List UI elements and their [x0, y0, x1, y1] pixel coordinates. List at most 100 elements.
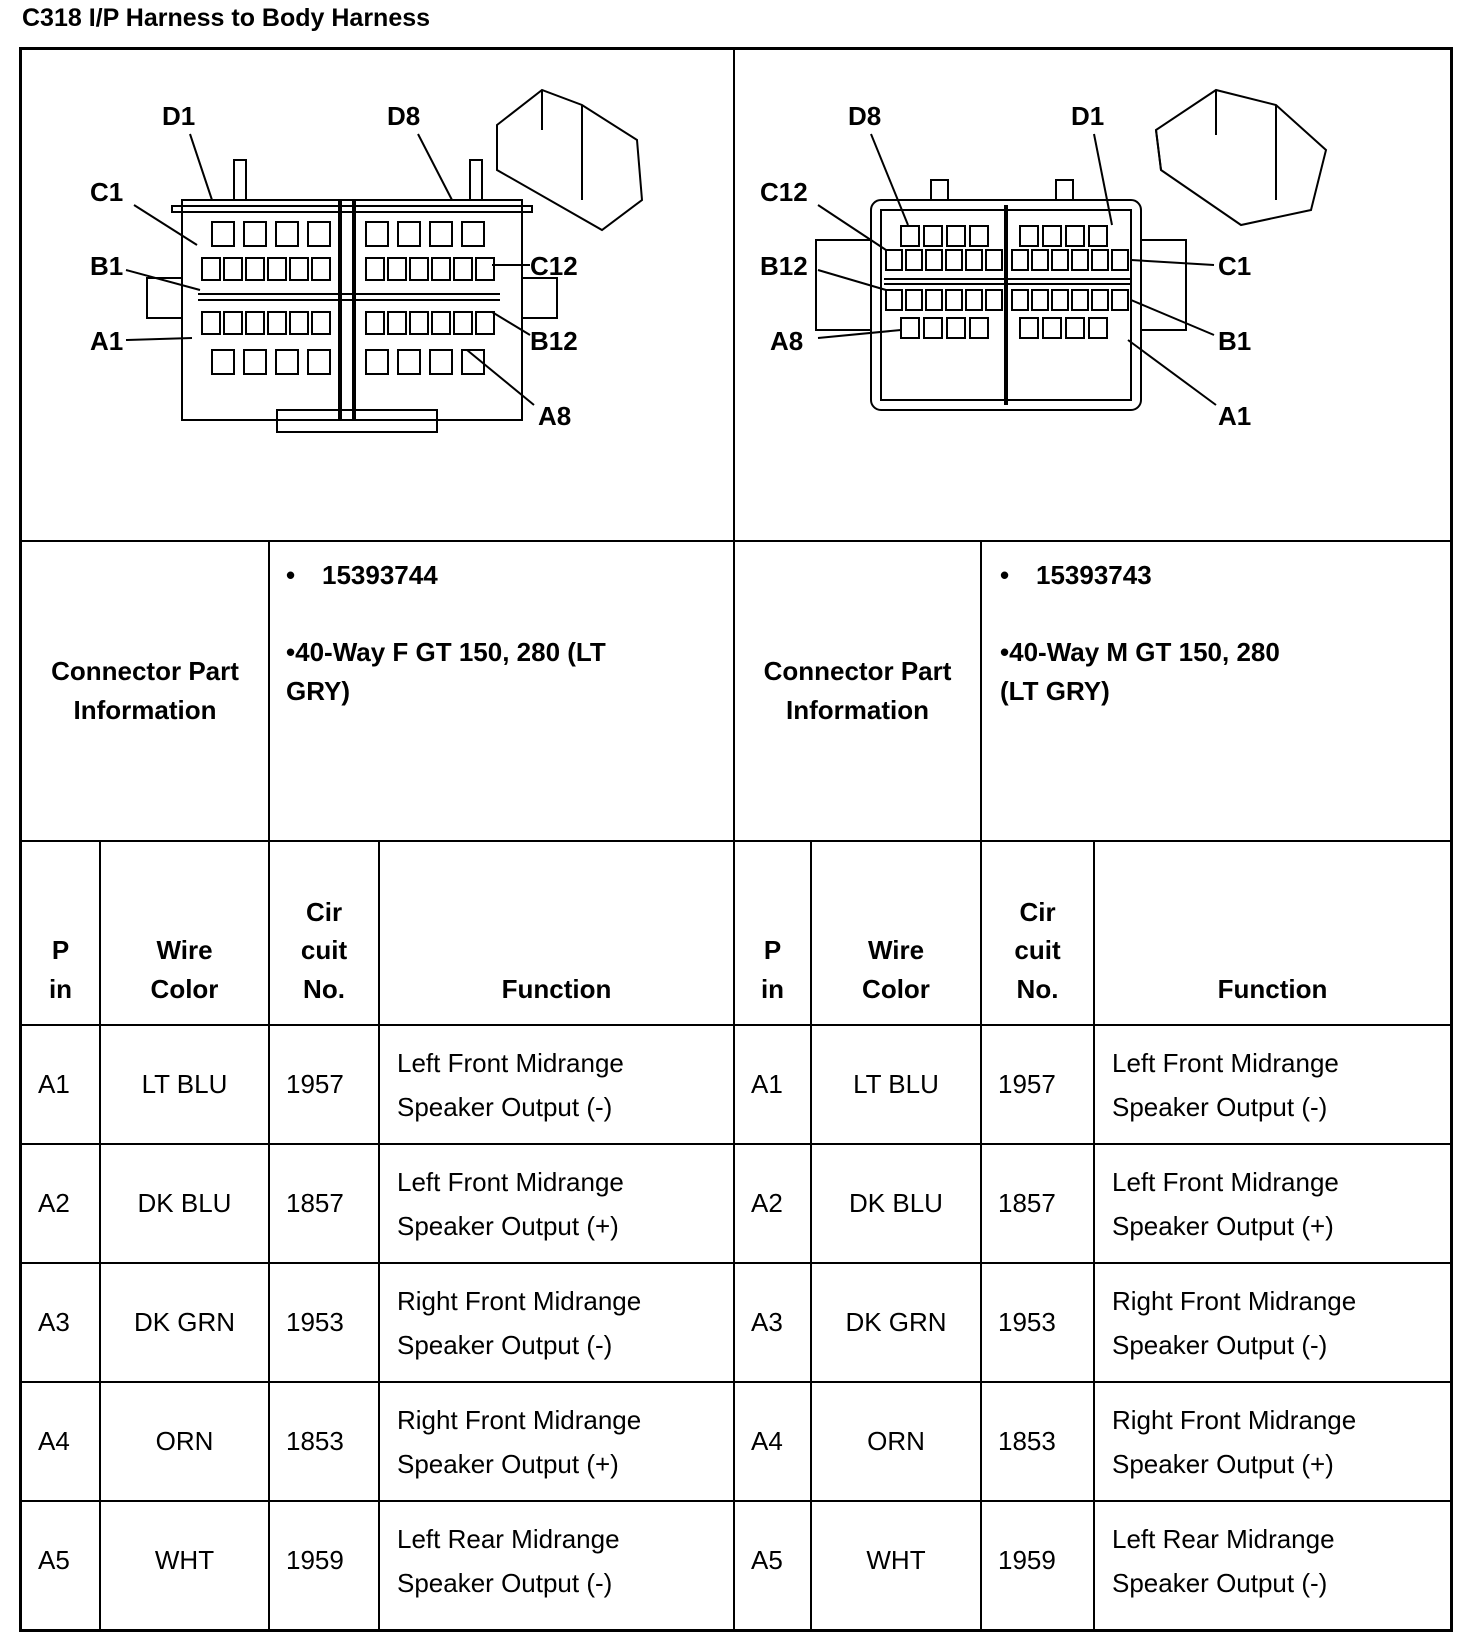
function-line: Left Front Midrange [1112, 1047, 1339, 1078]
pin-cell: A4 [38, 1426, 70, 1456]
function-line: Speaker Output (+) [397, 1210, 619, 1241]
divider [19, 1262, 1453, 1264]
right-connector-diagram: D8 D1 C12 B12 A8 C1 B1 A1 [760, 88, 1328, 431]
wire-color-cell: DK BLU [849, 1188, 943, 1218]
connector-description: •40-Way M GT 150, 280(LT GRY) [1000, 637, 1280, 706]
circuit-cell: 1957 [286, 1069, 344, 1099]
circuit-cell: 1857 [286, 1188, 344, 1218]
divider [1093, 840, 1095, 1632]
right-connector-leaders [817, 133, 1217, 406]
pin-label: A1 [1218, 401, 1251, 431]
left-connector-face [146, 159, 558, 433]
pin-label: C12 [760, 177, 808, 207]
pinout-table [19, 47, 1453, 1632]
wire-color-cell: LT BLU [141, 1069, 228, 1099]
circuit-cell: 1957 [998, 1069, 1056, 1099]
right-connector-cavities [884, 225, 1131, 339]
function-line: Speaker Output (+) [1112, 1448, 1334, 1479]
pin-cell: A2 [38, 1188, 70, 1218]
circuit-cell: 1953 [286, 1307, 344, 1337]
divider [99, 840, 101, 1632]
wire-color-cell: DK GRN [133, 1307, 236, 1337]
pin-label: B12 [530, 326, 578, 356]
circuit-cell: 1959 [998, 1545, 1056, 1575]
function-line: Speaker Output (-) [397, 1567, 613, 1598]
left-connector-leaders [125, 133, 535, 406]
pin-label: B1 [1218, 326, 1251, 356]
function-line: Speaker Output (-) [397, 1329, 613, 1360]
function-line: Left Rear Midrange [397, 1523, 620, 1554]
pin-label: C12 [530, 251, 578, 281]
function-line: Left Front Midrange [397, 1047, 624, 1078]
header-function: Function [501, 973, 612, 1004]
function-line: Left Front Midrange [1112, 1166, 1339, 1197]
pin-label: C1 [1218, 251, 1251, 281]
pin-cell: A3 [38, 1307, 70, 1337]
circuit-cell: 1959 [286, 1545, 344, 1575]
function-line: Left Front Midrange [397, 1166, 624, 1197]
circuit-cell: 1857 [998, 1188, 1056, 1218]
wire-color-cell: DK GRN [845, 1307, 947, 1337]
divider [268, 540, 270, 1632]
pin-label: D8 [848, 101, 881, 131]
pin-cell: A5 [38, 1545, 70, 1575]
divider [19, 1381, 1453, 1383]
wire-color-cell: WHT [866, 1545, 926, 1575]
pin-label: B12 [760, 251, 808, 281]
pin-label: D8 [387, 101, 420, 131]
pin-label: D1 [1071, 101, 1104, 131]
function-line: Right Front Midrange [397, 1285, 642, 1316]
circuit-cell: 1953 [998, 1307, 1056, 1337]
pin-cell: A5 [751, 1545, 783, 1575]
pin-label: A1 [90, 326, 123, 356]
divider [19, 1143, 1453, 1145]
pin-label: C1 [90, 177, 123, 207]
left-connector-cavities [198, 221, 500, 375]
left-connector-3d-view [496, 88, 644, 232]
function-line: Speaker Output (-) [397, 1091, 613, 1122]
function-line: Right Front Midrange [1112, 1404, 1357, 1435]
function-line: Speaker Output (-) [1112, 1567, 1328, 1598]
function-line: Speaker Output (-) [1112, 1329, 1328, 1360]
right-connector-3d-view [1154, 88, 1328, 227]
connector-part-info-label: Connector Part Information [763, 656, 952, 725]
page-title: C318 I/P Harness to Body Harness [22, 4, 431, 32]
part-number: •15393743 [1000, 560, 1152, 590]
wire-color-cell: DK BLU [137, 1188, 232, 1218]
connector-part-details: •15393743 •40-Way M GT 150, 280(LT GRY) [1000, 556, 1440, 711]
divider [19, 840, 1453, 842]
divider [378, 840, 380, 1632]
divider [733, 47, 735, 1632]
function-line: Speaker Output (-) [1112, 1091, 1328, 1122]
pin-label: A8 [770, 326, 803, 356]
pin-cell: A2 [751, 1188, 783, 1218]
connector-part-info-label: Connector Part Information [51, 656, 239, 725]
function-line: Right Front Midrange [1112, 1285, 1357, 1316]
part-number: •15393744 [286, 560, 438, 590]
circuit-cell: 1853 [998, 1426, 1056, 1456]
divider [980, 540, 982, 1632]
pin-cell: A1 [38, 1069, 70, 1099]
function-line: Left Rear Midrange [1112, 1523, 1335, 1554]
wire-color-cell: ORN [867, 1426, 925, 1456]
divider [810, 840, 812, 1632]
function-line: Speaker Output (+) [397, 1448, 619, 1479]
pin-label: A8 [538, 401, 571, 431]
